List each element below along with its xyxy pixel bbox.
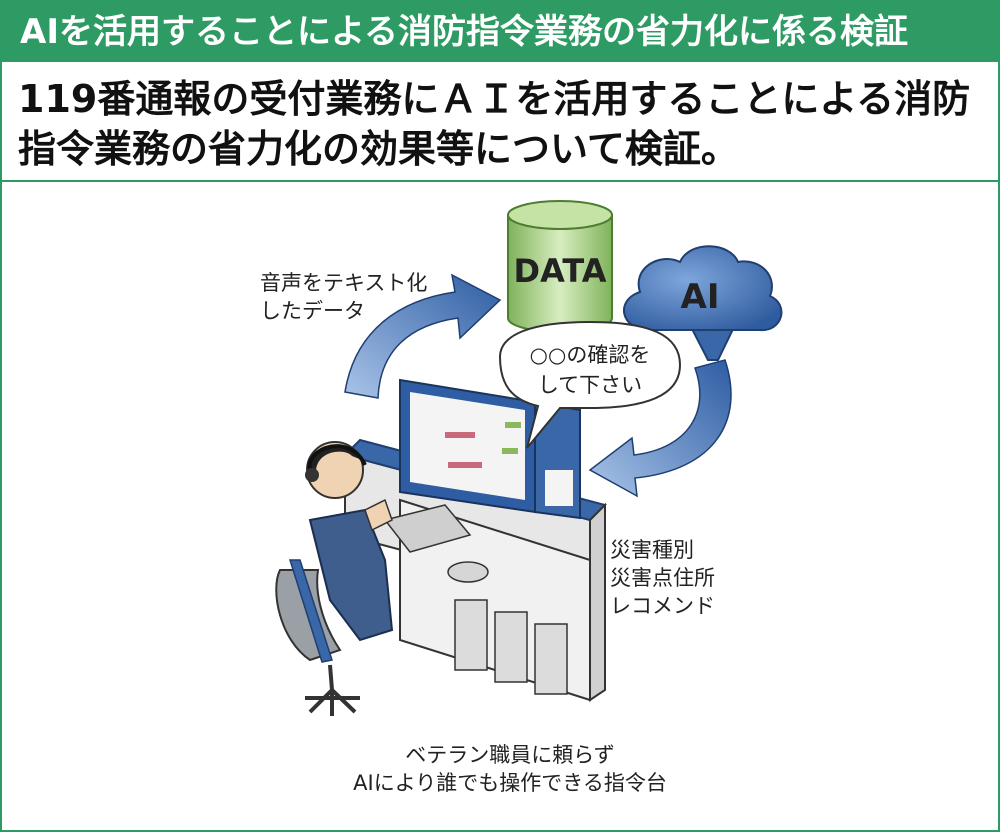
bubble-text-1: ○○の確認を bbox=[530, 343, 651, 367]
operator-figure bbox=[305, 441, 394, 642]
keyboard-icon bbox=[383, 504, 472, 553]
dispatch-monitor bbox=[399, 378, 581, 520]
ai-instruction-bubble: ○○の確認を して下さい bbox=[498, 320, 682, 449]
speech-text-label-1: 音声をテキスト化 bbox=[260, 271, 427, 295]
upload-arrow-icon bbox=[344, 273, 502, 399]
caption-line-2: AIにより誰でも操作できる指令台 bbox=[353, 771, 667, 795]
summary-line-1: 119番通報の受付業務にＡＩを活用することによる消防 bbox=[18, 77, 971, 121]
recommend-label-1: 災害種別 bbox=[610, 538, 694, 562]
ai-cloud-icon: AI bbox=[623, 245, 783, 361]
page-title: AIを活用することによる消防指令業務の省力化に係る検証 bbox=[2, 2, 998, 62]
data-label: DATA bbox=[514, 252, 607, 290]
summary-box: 119番通報の受付業務にＡＩを活用することによる消防 指令業務の省力化の効果等に… bbox=[2, 64, 998, 182]
recommend-arrow-icon bbox=[588, 359, 732, 498]
summary-line-2: 指令業務の省力化の効果等について検証。 bbox=[18, 127, 739, 171]
recommend-label-3: レコメンド bbox=[610, 594, 715, 618]
ai-label: AI bbox=[681, 277, 720, 317]
chair-icon bbox=[275, 559, 360, 716]
bubble-text-2: して下さい bbox=[538, 373, 642, 397]
caption-line-1: ベテラン職員に頼らず bbox=[405, 743, 615, 767]
mouse-icon bbox=[447, 561, 489, 583]
database-cylinder-icon: DATA bbox=[507, 200, 613, 333]
recommend-label-2: 災害点住所 bbox=[610, 566, 715, 590]
speech-text-label-2: したデータ bbox=[260, 299, 365, 323]
